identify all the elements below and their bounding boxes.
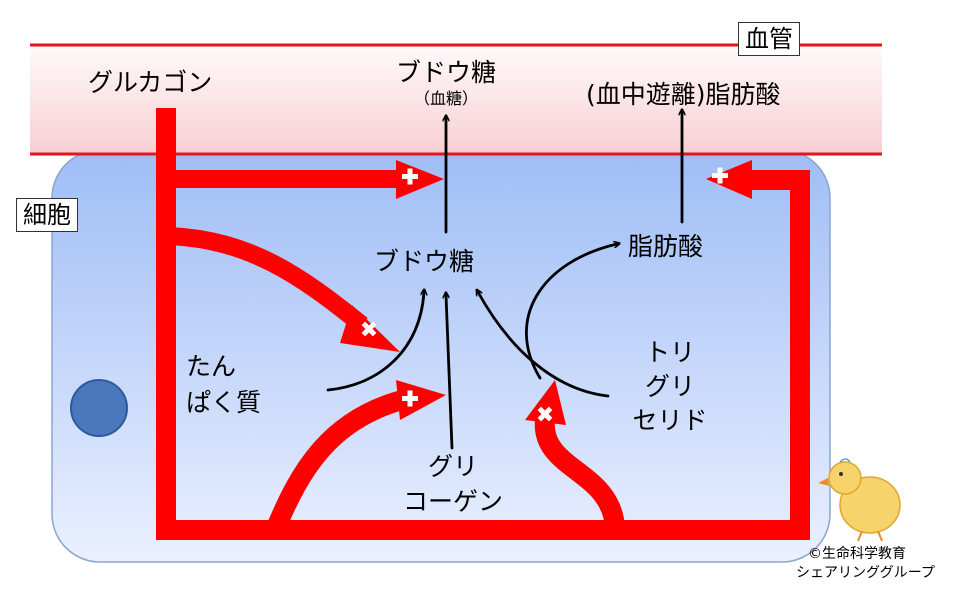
plus-sign-glycogen xyxy=(402,390,418,407)
glucagon-label: グルカゴン xyxy=(88,68,213,97)
plus-sign-fatty-acid xyxy=(712,167,728,184)
glucose-cell-label: ブドウ糖 xyxy=(374,247,475,276)
triglyceride-stimulation-arrow xyxy=(534,419,625,530)
glucose-blood-sublabel: （血糖） xyxy=(413,89,478,108)
glucagon-signal-frame xyxy=(156,108,810,540)
protein-inhibition-arrow xyxy=(169,227,368,333)
glycogen-label-line1: グリ xyxy=(427,452,478,481)
blood-vessel-label: 血管 xyxy=(738,22,800,56)
triglyceride-label-line3: セリド xyxy=(632,406,708,435)
cell-nucleus xyxy=(70,379,128,437)
plus-sign-top xyxy=(402,168,418,185)
cross-sign-protein xyxy=(361,321,377,337)
arrowhead-triglyceride-pathway xyxy=(525,380,566,425)
arrowhead-glycogen-pathway xyxy=(396,380,446,420)
arrow-protein-to-glucose xyxy=(326,292,424,392)
glycogen-label-line2: コーゲン xyxy=(402,487,503,516)
protein-label-line2: ぱく質 xyxy=(186,388,262,417)
glucose-blood-label: ブドウ糖 xyxy=(395,58,496,87)
credit-line2: シェアリンググループ xyxy=(796,565,935,581)
fatty-acid-cell-label: 脂肪酸 xyxy=(628,232,704,261)
cell-label: 細胞 xyxy=(16,198,78,232)
triglyceride-label-line2: グリ xyxy=(644,372,695,401)
protein-label-line1: たん xyxy=(186,352,237,381)
arrow-glycogen-to-glucose xyxy=(446,295,454,450)
cross-sign-triglyceride xyxy=(537,406,553,422)
chick-mascot xyxy=(818,458,901,542)
arrow-triglyceride-to-fatty-acid xyxy=(525,244,617,380)
free-fatty-acid-label: (血中遊離)脂肪酸 xyxy=(586,80,781,109)
credit-line1: ©生命科学教育 xyxy=(808,546,906,562)
arrow-triglyceride-to-glucose xyxy=(478,292,610,398)
black-arrows xyxy=(326,112,682,450)
glycogen-stimulation-arrow xyxy=(266,390,405,532)
triglyceride-label-line1: トリ xyxy=(644,338,695,367)
arrowhead-fatty-acid-release xyxy=(706,160,752,199)
